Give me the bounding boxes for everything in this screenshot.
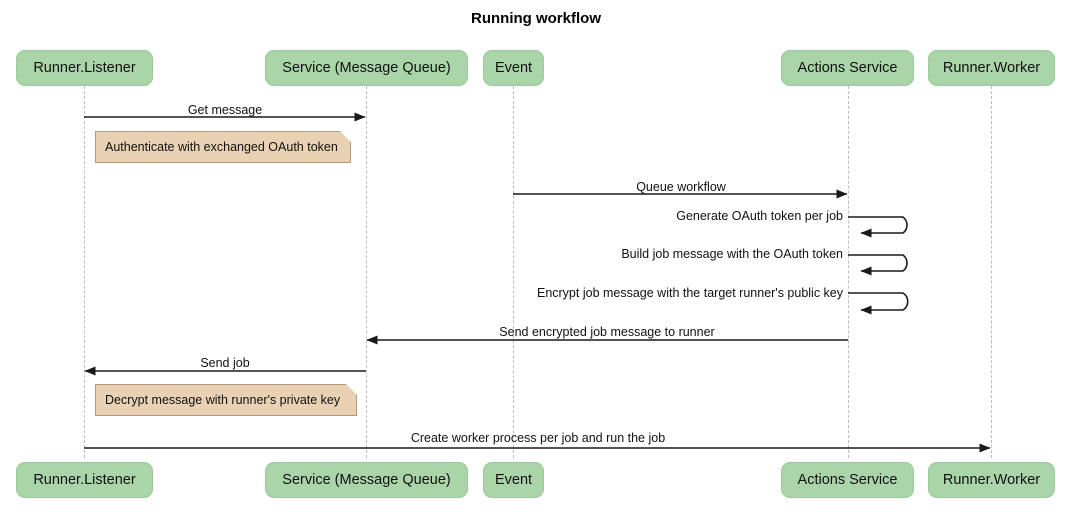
participant-actions-service-bottom[interactable]: Actions Service	[781, 462, 914, 498]
note-fold-icon	[340, 131, 351, 142]
arrow-encrypt-job-message	[848, 292, 909, 315]
arrow-generate-oauth-token-per-job	[848, 216, 908, 238]
participant-label: Runner.Listener	[33, 472, 136, 488]
participant-label: Event	[494, 472, 533, 488]
participant-label: Runner.Worker	[942, 60, 1041, 76]
note-authenticate: Authenticate with exchanged OAuth token	[95, 131, 351, 163]
participant-label: Runner.Worker	[942, 472, 1041, 488]
lifeline-service-message-queue	[366, 86, 367, 458]
note-text: Decrypt message with runner's private ke…	[105, 393, 341, 407]
arrow-build-job-message	[848, 254, 908, 276]
label-get-message: Get message	[187, 103, 263, 117]
participant-label: Event	[494, 60, 533, 76]
participant-runner-worker-top[interactable]: Runner.Worker	[928, 50, 1055, 86]
label-encrypt-job-message: Encrypt job message with the target runn…	[536, 286, 843, 300]
lifeline-event	[513, 86, 514, 458]
label-generate-oauth-token-per-job: Generate OAuth token per job	[676, 209, 843, 223]
participant-event-bottom[interactable]: Event	[483, 462, 544, 498]
participant-actions-service-top[interactable]: Actions Service	[781, 50, 914, 86]
participant-runner-worker-bottom[interactable]: Runner.Worker	[928, 462, 1055, 498]
label-send-job: Send job	[200, 356, 250, 370]
note-text: Authenticate with exchanged OAuth token	[105, 140, 338, 154]
participant-label: Service (Message Queue)	[282, 60, 451, 76]
participant-label: Actions Service	[797, 472, 898, 488]
diagram-title: Running workflow	[471, 10, 601, 27]
lifeline-runner-listener	[84, 86, 85, 458]
label-queue-workflow: Queue workflow	[636, 180, 726, 194]
note-fold-icon	[346, 384, 357, 395]
label-create-worker-process: Create worker process per job and run th…	[410, 431, 666, 445]
label-build-job-message: Build job message with the OAuth token	[621, 247, 843, 261]
participant-service-message-queue-bottom[interactable]: Service (Message Queue)	[265, 462, 468, 498]
participant-label: Service (Message Queue)	[282, 472, 451, 488]
lifeline-runner-worker	[991, 86, 992, 458]
participant-runner-listener-top[interactable]: Runner.Listener	[16, 50, 153, 86]
lifeline-actions-service	[848, 86, 849, 458]
participant-label: Actions Service	[797, 60, 898, 76]
participant-service-message-queue-top[interactable]: Service (Message Queue)	[265, 50, 468, 86]
label-send-encrypted-job-message: Send encrypted job message to runner	[499, 325, 715, 339]
participant-label: Runner.Listener	[33, 60, 136, 76]
note-decrypt: Decrypt message with runner's private ke…	[95, 384, 357, 416]
participant-event-top[interactable]: Event	[483, 50, 544, 86]
participant-runner-listener-bottom[interactable]: Runner.Listener	[16, 462, 153, 498]
